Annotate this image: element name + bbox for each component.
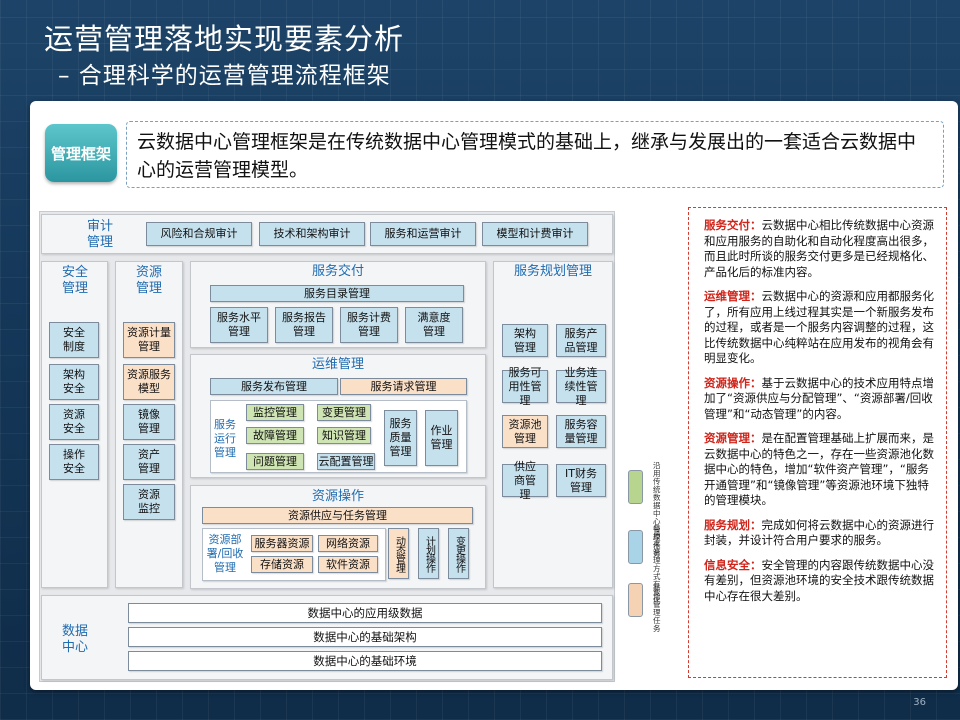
service-planning-box: 服务产品管理 [556, 324, 606, 357]
datacenter-box: 数据中心的应用级数据 [128, 603, 602, 623]
ops-management-title: 运维管理 [311, 357, 364, 372]
ops-box: 知识管理 [317, 427, 371, 444]
security-title: 安全管理 [61, 265, 88, 296]
notes-panel: 服务交付：云数据中心相比传统数据中心资源和应用服务的自助化和自动化程度高出很多，… [688, 207, 947, 678]
service-delivery-box: 满意度管理 [405, 307, 463, 343]
legend-swatch-blue [628, 530, 643, 564]
resource-ops-title: 资源操作 [311, 489, 364, 504]
resource-supply-box: 资源供应与任务管理 [202, 507, 473, 524]
note-key: 资源管理： [704, 431, 762, 445]
note-text: 安全管理的内容跟传统数据中心没有差别，但资源池环境的安全技术跟传统数据中心存在很… [704, 557, 934, 603]
security-box: 资源安全 [49, 404, 99, 440]
note-key: 资源操作： [704, 375, 762, 390]
resource-management-box: 资源监控 [123, 484, 175, 520]
note-item: 运维管理：云数据中心的资源和应用都服务化了，所有应用上线过程其实是一个新服务发布… [704, 289, 938, 367]
service-planning-box: IT财务管理 [556, 464, 606, 497]
datacenter-title: 数据中心 [61, 624, 88, 655]
ops-box: 云配置管理 [317, 453, 375, 470]
page-subtitle: – 合理科学的运营管理流程框架 [58, 63, 391, 89]
security-box: 安全制度 [49, 322, 99, 358]
note-text: 云数据中心相比传统数据中心资源和应用服务的自助化和自动化程度高出很多，而且此时所… [704, 218, 934, 279]
ops-box: 监控管理 [246, 404, 304, 421]
service-planning-box: 服务容量管理 [556, 415, 606, 448]
note-text: 云数据中心的资源和应用都服务化了，所有应用上线过程其实是一个新服务发布的过程，或… [704, 289, 934, 365]
service-delivery-box: 服务计费管理 [340, 307, 398, 343]
resource-management-box: 资产管理 [123, 444, 175, 480]
note-item: 资源操作：基于云数据中心的技术应用特点增加了“资源供应与分配管理”、“资源部署/… [704, 376, 938, 423]
note-text: 是在配置管理基础上扩展而来，是云数据中心的特色之一，存在一些资源池化数据中心的特… [704, 431, 934, 507]
resource-deploy-label: 资源部署/回收管理 [206, 533, 244, 574]
ops-box: 作业管理 [425, 410, 458, 466]
service-planning-box: 业务连续性管理 [556, 366, 606, 407]
page-title: 运营管理落地实现要素分析 [44, 22, 405, 56]
resource-ops-box: 存储资源 [251, 556, 313, 573]
legend-text: 新增管理任务 [653, 584, 661, 633]
note-key: 服务交付： [704, 218, 762, 232]
framework-badge: 管理框架 [45, 124, 117, 182]
ops-box: 故障管理 [246, 427, 304, 444]
datacenter-box: 数据中心的基础架构 [128, 627, 602, 647]
service-planning-box: 供应商管理 [502, 460, 548, 501]
service-planning-box: 架构管理 [502, 324, 548, 357]
resource-management-title: 资源管理 [135, 265, 162, 296]
ops-box: 服务质量管理 [384, 410, 417, 466]
resource-ops-box: 动态管理 [388, 528, 409, 579]
resource-ops-box: 服务器资源 [251, 535, 313, 552]
note-key: 信息安全： [704, 557, 762, 572]
resource-management-box: 资源计量管理 [123, 322, 175, 358]
resource-ops-box: 变更操作 [448, 528, 469, 579]
resource-management-box: 资源服务模型 [123, 364, 175, 400]
service-catalog-box: 服务目录管理 [210, 285, 464, 302]
framework-summary: 云数据中心管理框架是在传统数据中心管理模式的基础上，继承与发展出的一套适合云数据… [126, 121, 944, 188]
audit-box: 服务和运营审计 [370, 222, 476, 246]
note-item: 信息安全：安全管理的内容跟传统数据中心没有差别，但资源池环境的安全技术跟传统数据… [704, 558, 938, 605]
note-item: 服务交付：云数据中心相比传统数据中心资源和应用服务的自助化和自动化程度高出很多，… [704, 218, 938, 280]
legend-swatch-peach [628, 583, 643, 617]
note-item: 资源管理：是在配置管理基础上扩展而来，是云数据中心的特色之一，存在一些资源池化数… [704, 431, 938, 509]
service-planning-box: 资源池管理 [502, 415, 548, 448]
audit-box: 模型和计费审计 [482, 222, 588, 246]
audit-box: 技术和架构审计 [259, 222, 365, 246]
note-text: 完成如何将云数据中心的资源进行封装，并设计符合用户要求的服务。 [704, 517, 934, 548]
security-box: 操作安全 [49, 444, 99, 480]
audit-box: 风险和合规审计 [146, 222, 252, 246]
service-request-box: 服务请求管理 [340, 378, 467, 395]
service-delivery-box: 服务报告管理 [275, 307, 333, 343]
service-release-box: 服务发布管理 [210, 378, 338, 395]
datacenter-box: 数据中心的基础环境 [128, 651, 602, 671]
note-key: 运维管理： [704, 289, 762, 303]
note-key: 服务规划： [704, 517, 762, 532]
legend-swatch-green [628, 470, 643, 504]
note-text: 基于云数据中心的技术应用特点增加了“资源供应与分配管理”、“资源部署/回收管理”… [704, 375, 934, 421]
legend-text: 沿用传统数据中心管理任务 [653, 461, 661, 558]
resource-ops-box: 网络资源 [318, 535, 378, 552]
resource-ops-box: 计划操作 [418, 528, 439, 579]
service-delivery-box: 服务水平管理 [210, 307, 268, 343]
service-planning-box: 服务可用性管理 [502, 366, 548, 407]
resource-ops-box: 软件资源 [318, 556, 378, 573]
security-box: 架构安全 [49, 364, 99, 400]
service-delivery-title: 服务交付 [311, 264, 364, 279]
ops-box: 问题管理 [246, 453, 304, 470]
service-run-label: 服务运行管理 [214, 418, 236, 459]
note-item: 服务规划：完成如何将云数据中心的资源进行封装，并设计符合用户要求的服务。 [704, 518, 938, 549]
service-planning-title: 服务规划管理 [513, 264, 592, 279]
resource-management-box: 镜像管理 [123, 404, 175, 440]
ops-box: 变更管理 [317, 404, 371, 421]
page-number: 36 [913, 697, 926, 708]
audit-title: 审计管理 [86, 219, 113, 250]
legend-text: 与原来管理方式有变化 [653, 524, 661, 605]
